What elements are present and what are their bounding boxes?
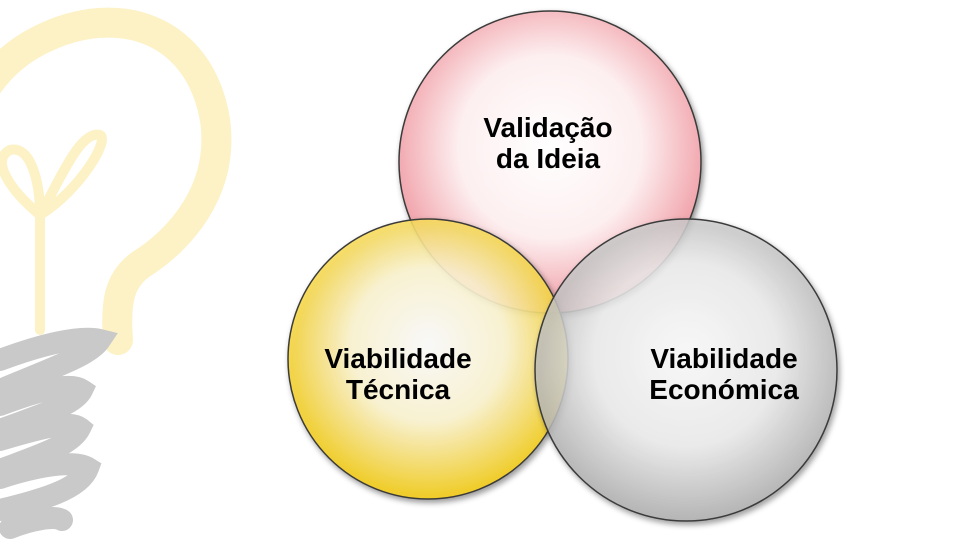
label-technical: Viabilidade Técnica [324,343,471,405]
label-line: Técnica [345,374,451,405]
circle-economic [534,218,838,522]
label-line: Económica [649,374,799,405]
label-economic: Viabilidade Económica [649,343,798,405]
label-idea: Validação da Ideia [483,112,612,174]
label-line: da Ideia [495,143,601,174]
label-line: Viabilidade [650,343,798,374]
label-line: Viabilidade [324,343,472,374]
lightbulb-icon [0,7,232,539]
label-line: Validação [483,112,613,143]
